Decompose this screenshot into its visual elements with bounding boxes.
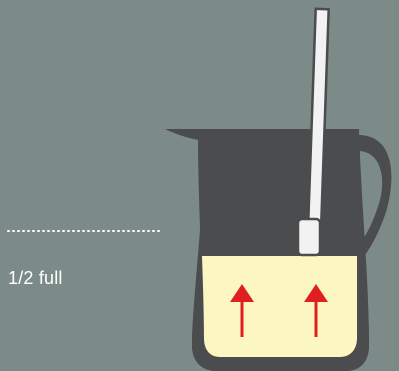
pitcher-walls bbox=[165, 129, 369, 371]
pitcher-handle bbox=[351, 135, 392, 270]
up-arrow-icon bbox=[230, 284, 254, 337]
fill-level-label: 1/2 full bbox=[8, 268, 63, 288]
steam-wand-tip bbox=[296, 217, 322, 257]
up-arrow-icon bbox=[304, 284, 328, 337]
milk-liquid bbox=[202, 256, 357, 357]
